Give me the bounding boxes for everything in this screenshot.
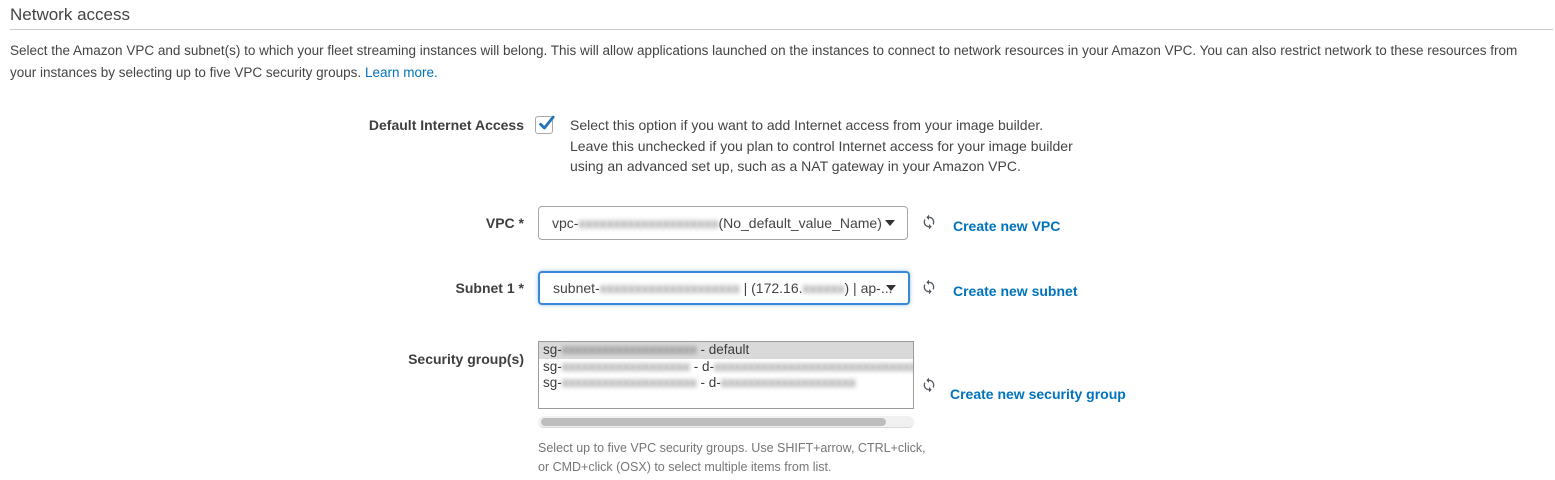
security-group-option[interactable]: sg-xxxxxxxxxxxxxxxxxxx - d-xxxxxxxxxxxxx… — [539, 359, 913, 376]
subnet-refresh-icon[interactable] — [921, 279, 937, 295]
subnet-value-mid: | (172.16. — [739, 280, 803, 296]
security-groups-label: Security group(s) — [408, 351, 524, 367]
security-groups-help-text: Select up to five VPC security groups. U… — [538, 441, 926, 474]
vpc-value-prefix: vpc- — [552, 215, 579, 231]
create-new-subnet-link[interactable]: Create new subnet — [953, 283, 1078, 299]
security-group-option[interactable]: sg-xxxxxxxxxxxxxxxxxxxx - default — [539, 342, 913, 359]
subnet-label: Subnet 1 * — [455, 280, 524, 296]
security-group-refresh-icon[interactable] — [921, 377, 937, 393]
create-new-vpc-link[interactable]: Create new VPC — [953, 218, 1061, 234]
horizontal-scrollbar[interactable] — [538, 416, 914, 428]
default-internet-access-checkbox[interactable] — [535, 115, 555, 134]
sg0-suffix: - default — [696, 342, 750, 357]
sg0-prefix: sg- — [543, 342, 562, 357]
sg2-prefix: sg- — [543, 375, 562, 390]
chevron-down-icon — [885, 220, 895, 226]
vpc-refresh-icon[interactable] — [921, 214, 937, 230]
security-groups-listbox[interactable]: sg-xxxxxxxxxxxxxxxxxxxx - default sg-xxx… — [538, 341, 914, 409]
vpc-value-redacted: xxxxxxxxxxxxxxxxxxxx — [578, 215, 719, 231]
subnet-value-redacted2: xxxxxx — [802, 280, 845, 296]
chevron-down-icon — [886, 285, 896, 291]
sg1-redacted: xxxxxxxxxxxxxxxxxxx — [561, 358, 691, 374]
vpc-value-suffix: (No_default_value_Name) — [718, 215, 882, 231]
sg1-redacted2: xxxxxxxxxxxxxxxxxxxxxxxxxxxxxxxxx — [714, 358, 913, 374]
sg0-redacted: xxxxxxxxxxxxxxxxxxxx — [561, 342, 697, 357]
sg2-suffix: - d- — [696, 375, 721, 390]
vpc-select[interactable]: vpc-xxxxxxxxxxxxxxxxxxxx(No_default_valu… — [538, 206, 908, 240]
subnet-value-prefix: subnet- — [553, 280, 600, 296]
sg2-redacted2: xxxxxxxxxxxxxxxxxxxx — [720, 375, 856, 390]
sg1-prefix: sg- — [543, 358, 562, 374]
section-divider — [10, 29, 1553, 30]
subnet-value-redacted: xxxxxxxxxxxxxxxxxxxx — [599, 280, 740, 296]
vpc-label: VPC * — [485, 215, 524, 231]
security-group-option[interactable]: sg-xxxxxxxxxxxxxxxxxxxx - d-xxxxxxxxxxxx… — [539, 375, 913, 392]
page-title: Network access — [10, 5, 130, 24]
create-new-security-group-link[interactable]: Create new security group — [950, 386, 1126, 402]
sg1-suffix: - d- — [690, 358, 715, 374]
default-internet-access-description: Select this option if you want to add In… — [570, 117, 1073, 175]
sg2-redacted: xxxxxxxxxxxxxxxxxxxx — [561, 375, 697, 390]
default-internet-access-label: Default Internet Access — [368, 117, 524, 133]
learn-more-link[interactable]: Learn more. — [364, 64, 438, 80]
subnet-select[interactable]: subnet-xxxxxxxxxxxxxxxxxxxx | (172.16.xx… — [538, 271, 910, 305]
horizontal-scrollbar-thumb[interactable] — [541, 418, 886, 426]
section-description: Select the Amazon VPC and subnet(s) to w… — [10, 40, 1547, 83]
section-description-text: Select the Amazon VPC and subnet(s) to w… — [10, 43, 1518, 80]
subnet-value-suffix: ) | ap-... — [844, 280, 893, 296]
